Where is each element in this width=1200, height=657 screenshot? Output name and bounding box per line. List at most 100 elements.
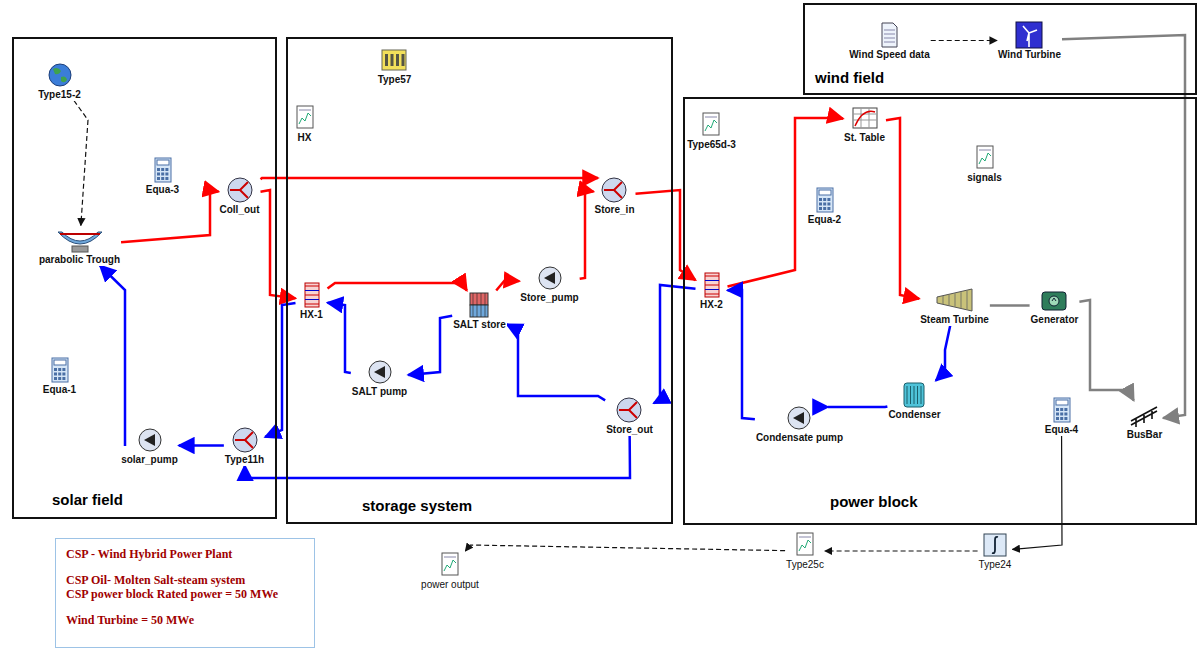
flow-line [654,285,696,403]
flow-line [496,280,519,291]
component-block: Type65d-3 [686,111,737,151]
icon-part [992,537,998,553]
icon-part [797,533,813,555]
icon-part [1064,417,1067,420]
component-label: Type24 [978,559,1013,571]
icon-part [1016,22,1042,48]
component-block: Type24 [978,531,1013,571]
region-box: solar fieldType15-2Equa-3parabolic Troug… [12,37,277,519]
component-label: Equa-2 [807,214,842,226]
plot-icon [434,551,466,579]
icon-part [58,368,61,371]
icon-part [1054,398,1070,422]
icon-part [853,108,877,128]
icon-part [297,106,313,128]
icon-part [703,113,719,135]
icon-part [539,267,561,289]
icon-part [910,386,911,404]
component-label: Equa-1 [42,384,77,396]
icon-part [382,50,406,70]
flow-line [507,324,605,400]
flow-line [328,283,467,291]
component-block: Wind Turbine [997,21,1062,61]
component-label: HX-2 [699,299,724,311]
valve-icon [613,396,645,424]
component-block: signals [966,144,1002,184]
icon-part [917,386,918,404]
icon-part [1064,408,1067,411]
component-label: HX-1 [299,309,324,321]
component-label: Store_out [605,424,654,436]
icon-part [705,289,719,290]
component-label: Store_in [593,204,635,216]
flow-line [886,118,919,299]
icon-part [979,153,991,164]
icon-part [58,377,61,380]
icon-part [49,64,71,86]
data-icon [873,21,905,49]
flow-line [74,101,88,226]
flow-line [636,190,696,280]
icon-part [369,361,391,383]
component-block: BusBar [1126,401,1164,441]
icon-part [799,537,811,538]
icon-part [827,207,830,210]
connector-group [74,35,1185,551]
component-block: Generator [1030,286,1080,326]
icon-part [52,358,68,382]
flow-line [121,190,218,242]
icon-part [230,182,248,198]
info-text: Wind Turbine = 50 MWe [66,613,304,627]
icon-part [477,293,478,317]
component-block: HX-1 [296,281,328,321]
component-block: Type11h [224,426,265,466]
icon-part [157,168,160,171]
flow-line [261,190,296,298]
icon-part [53,67,67,81]
info-text: CSP - Wind Hybrid Power Plant [66,547,304,561]
component-block: power output [420,551,480,591]
icon-part [942,296,943,304]
icon-part [884,29,895,30]
calc-icon [44,356,76,384]
flow-line [245,436,630,479]
icon-part [144,434,155,446]
component-label: Store_pump [519,292,579,304]
info-text: CSP power block Rated power = 50 MWe [66,587,304,601]
component-block: SALT pump [351,358,408,398]
wind-icon [1013,21,1045,49]
component-label: Type11h [224,454,265,466]
component-label: Wind Speed data [848,49,930,61]
icon-part [1056,412,1059,415]
integ-icon [979,531,1011,559]
icon-part [299,109,311,110]
icon-part [54,360,66,365]
icon-part [481,293,482,317]
icon-part [619,402,637,418]
region-box: storage systemType57HXHX-1SALT storeStor… [286,37,673,524]
region-label: storage system [360,497,474,514]
icon-part [960,292,961,308]
icon-part [442,553,458,575]
component-label: signals [966,172,1002,184]
icon-part [228,178,252,202]
globe-icon [44,61,76,89]
icon-part [1060,417,1063,420]
t57-icon [378,46,410,74]
icon-part [161,172,164,175]
icon-part [884,33,895,34]
flow-line [408,316,452,375]
icon-part [819,198,822,201]
component-block: St. Table [843,104,886,144]
icon-part [1056,417,1059,420]
icon-part [58,372,61,375]
icon-part [444,560,456,571]
icon-part [604,182,622,198]
component-block: Equa-3 [145,156,180,196]
component-block: Store_out [605,396,654,436]
component-label: Steam Turbine [919,314,990,326]
icon-part [705,284,719,285]
component-label: Generator [1030,314,1080,326]
turbine-icon [934,286,976,314]
icon-part [544,272,555,284]
